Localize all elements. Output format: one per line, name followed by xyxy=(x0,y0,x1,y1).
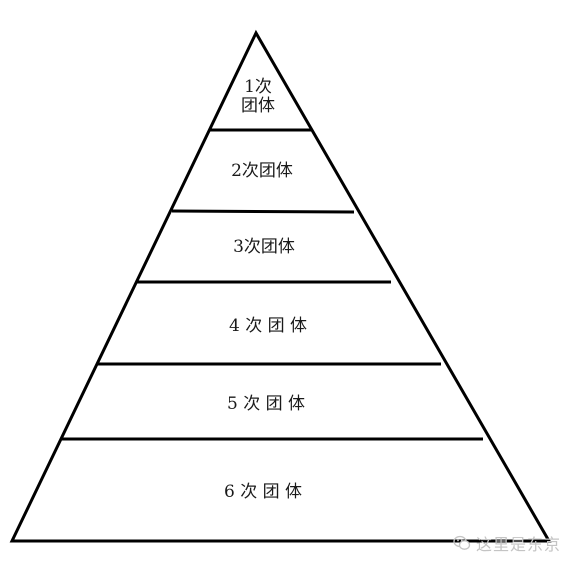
wechat-icon xyxy=(453,535,471,550)
watermark: 这里是东京 xyxy=(453,531,561,555)
tier-6-label: 6 次 团 体 xyxy=(224,482,302,502)
divider-2 xyxy=(171,209,355,214)
tier-5-label: 5 次 团 体 xyxy=(227,394,305,414)
tier-2-label: 2次团体 xyxy=(231,161,293,181)
watermark-text: 这里是东京 xyxy=(475,535,561,554)
tier-3-label: 3次团体 xyxy=(233,237,295,257)
tier-1-label-line1: 1次 xyxy=(244,77,272,97)
tier-1-label-line2: 团体 xyxy=(241,96,275,116)
tier-4-label: 4 次 团 体 xyxy=(229,316,307,336)
pyramid-outline xyxy=(9,29,552,543)
